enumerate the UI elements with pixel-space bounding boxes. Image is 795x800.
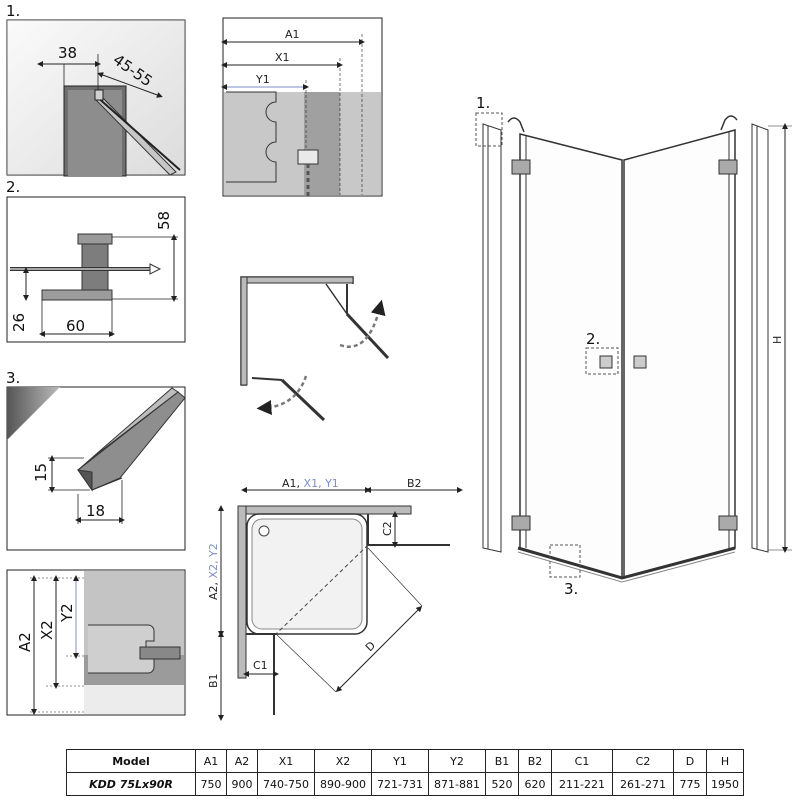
spec-x2: 890-900 <box>314 772 372 796</box>
spec-x1: 740-750 <box>257 772 315 796</box>
dim-38: 38 <box>58 44 77 62</box>
top-detail-a1: A1 <box>285 28 300 41</box>
spec-header-model: Model <box>66 749 196 773</box>
spec-c2: 261-271 <box>612 772 674 796</box>
spec-header-row: Model A1 A2 X1 X2 Y1 Y2 B1 B2 C1 C2 D H <box>66 749 744 773</box>
detail-2: 2. 58 26 60 <box>6 178 186 343</box>
plan-view: A1, X1, Y1 B2 A2, X2, Y2 B1 C1 C2 D <box>207 477 463 721</box>
plan-top-a: A1, <box>282 477 300 490</box>
plan-left-a: A2, <box>207 582 220 600</box>
svg-text:A1, X1, Y1: A1, X1, Y1 <box>282 477 339 490</box>
swing-diagram <box>240 276 390 422</box>
spec-model: KDD 75Lx90R <box>66 772 196 796</box>
front-h: H <box>771 336 784 344</box>
spec-header-x2: X2 <box>314 749 372 773</box>
dim-y2: Y2 <box>58 603 76 623</box>
spec-y2: 871-881 <box>428 772 486 796</box>
spec-y1: 721-731 <box>371 772 429 796</box>
front-callout-1: 1. <box>476 94 490 112</box>
plan-c2: C2 <box>381 521 394 536</box>
detail-1: 1. 38 45-55 <box>6 2 186 177</box>
front-callout-3: 3. <box>564 580 578 598</box>
spec-header-y2: Y2 <box>428 749 486 773</box>
spec-d: 775 <box>673 772 707 796</box>
detail-3-label: 3. <box>6 369 20 387</box>
dim-15: 15 <box>32 463 50 482</box>
dim-26: 26 <box>10 313 28 332</box>
dim-58: 58 <box>155 211 173 230</box>
plan-left-x: X2, <box>207 560 220 578</box>
spec-c1: 211-221 <box>551 772 613 796</box>
spec-h: 1950 <box>706 772 744 796</box>
detail-2-label: 2. <box>6 178 20 196</box>
front-callout-2: 2. <box>586 330 600 348</box>
spec-header-b2: B2 <box>518 749 552 773</box>
plan-top-y: Y1 <box>324 477 339 490</box>
spec-header-h: H <box>706 749 744 773</box>
dim-18: 18 <box>86 502 105 520</box>
spec-header-a1: A1 <box>195 749 227 773</box>
spec-a2: 900 <box>226 772 258 796</box>
spec-header-c1: C1 <box>551 749 613 773</box>
plan-top-x: X1, <box>304 477 322 490</box>
spec-a1: 750 <box>195 772 227 796</box>
table-row: KDD 75Lx90R 750 900 740-750 890-900 721-… <box>66 772 744 796</box>
plan-c1: C1 <box>253 659 268 672</box>
detail-4: A2 X2 Y2 <box>6 569 186 716</box>
spec-header-b1: B1 <box>485 749 519 773</box>
detail-3: 3. 15 18 <box>6 369 186 551</box>
plan-top-b: B2 <box>407 477 422 490</box>
spec-header-x1: X1 <box>257 749 315 773</box>
dim-x2: X2 <box>38 620 56 640</box>
spec-header-c2: C2 <box>612 749 674 773</box>
plan-left-b: B1 <box>207 673 220 688</box>
front-view: 1. 2. 3. H <box>475 94 792 598</box>
spec-b2: 620 <box>518 772 552 796</box>
spec-header-y1: Y1 <box>371 749 429 773</box>
top-detail-x1: X1 <box>275 51 290 64</box>
top-detail: A1 X1 Y1 <box>221 17 383 197</box>
svg-text:A2, X2, Y2: A2, X2, Y2 <box>207 543 220 600</box>
plan-left-y: Y2 <box>207 543 220 558</box>
detail-1-label: 1. <box>6 2 20 20</box>
spec-header-a2: A2 <box>226 749 258 773</box>
spec-header-d: D <box>673 749 707 773</box>
spec-table: Model A1 A2 X1 X2 Y1 Y2 B1 B2 C1 C2 D H … <box>66 749 744 796</box>
spec-b1: 520 <box>485 772 519 796</box>
dim-a2: A2 <box>16 632 34 652</box>
top-detail-y1: Y1 <box>255 73 270 86</box>
dim-60: 60 <box>66 317 85 335</box>
